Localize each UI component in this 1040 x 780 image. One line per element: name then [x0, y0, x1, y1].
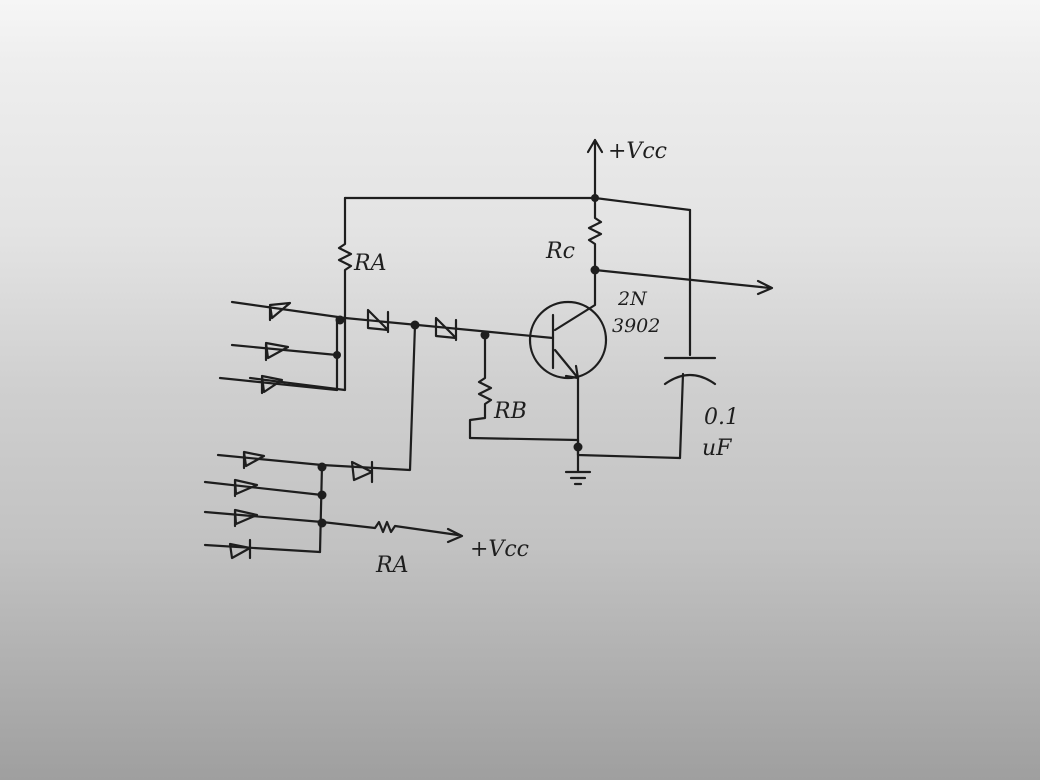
- junction-dot: [317, 462, 327, 472]
- junction-dot: [573, 442, 583, 452]
- bottom-link-wire: [320, 323, 417, 472]
- series-diode-1: [366, 308, 390, 334]
- capacitor-value-line1: 0.1: [704, 405, 739, 430]
- junction-dot: [480, 330, 490, 340]
- junction-dot: [335, 315, 345, 325]
- input-diode-3: [260, 374, 284, 395]
- input-diode-6: [233, 508, 259, 528]
- transistor-label-line2: 3902: [612, 315, 660, 337]
- transistor-body: [528, 300, 608, 380]
- input-wire-6: [203, 510, 324, 524]
- collector-wire: [553, 268, 597, 332]
- junction-dot: [333, 351, 341, 359]
- input-wire-5: [203, 480, 324, 497]
- output-arrow: [593, 268, 774, 296]
- transistor-emitter: [553, 348, 580, 380]
- ground-symbol: [564, 453, 592, 486]
- transistor-label-line1: 2N: [617, 288, 648, 310]
- input-bus-2: [318, 463, 324, 554]
- vcc-bottom-label: +Vcc: [470, 537, 529, 562]
- input-diode-7: [228, 538, 252, 560]
- input-diode-2: [264, 341, 290, 362]
- junction-dot: [591, 194, 599, 202]
- cap-bottom-wire: [678, 372, 685, 460]
- junction-dot: [410, 320, 420, 330]
- capacitor-value-line2: uF: [702, 436, 732, 461]
- ra-bottom-resistor: [320, 520, 464, 544]
- input-wire-7: [203, 543, 322, 554]
- input-wire-4: [216, 453, 324, 467]
- rc-resistor: [587, 196, 603, 272]
- rc-label: Rc: [545, 239, 575, 264]
- input-diode-1: [268, 301, 292, 322]
- series-diode-2: [434, 316, 458, 342]
- ra-top-resistor: [248, 196, 353, 392]
- input-wire-3: [218, 376, 339, 392]
- rb-resistor: [468, 333, 493, 440]
- bottom-series-diode: [350, 460, 374, 484]
- junction-dot: [590, 265, 600, 275]
- ra-bottom-label: RA: [375, 553, 408, 578]
- vcc-top-arrow: [586, 138, 604, 200]
- input-diode-4: [242, 450, 266, 470]
- junction-dot: [317, 490, 327, 500]
- vcc-top-label: +Vcc: [608, 139, 667, 164]
- rb-label: RB: [493, 399, 527, 424]
- input-diode-5: [233, 478, 259, 498]
- junction-dot: [317, 518, 327, 528]
- ra-top-label: RA: [353, 251, 386, 276]
- input-wire-1: [230, 300, 347, 320]
- top-rail-wire: [343, 196, 692, 212]
- capacitor-plate-bottom: [663, 373, 717, 386]
